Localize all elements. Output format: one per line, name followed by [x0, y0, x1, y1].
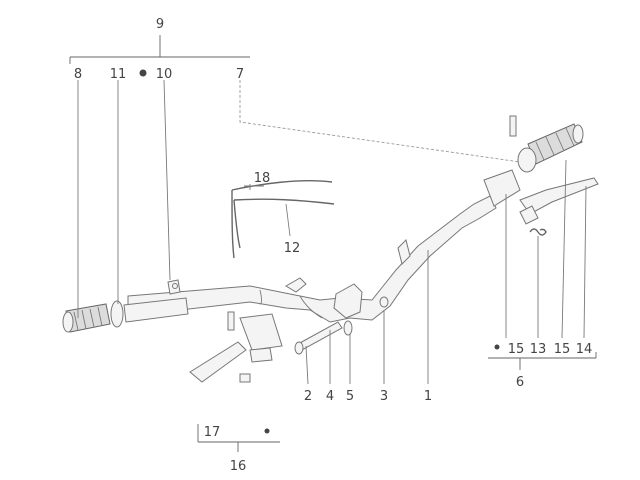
label-12: 12 — [284, 241, 301, 256]
label-15-a: 15 — [508, 342, 525, 357]
throttle-cables — [231, 180, 335, 259]
label-16: 16 — [230, 459, 247, 474]
label-11: 11 — [110, 67, 127, 82]
label-5: 5 — [346, 389, 354, 404]
reference-line-7 — [239, 80, 521, 163]
label-1: 1 — [424, 389, 432, 404]
right-lever-assembly — [483, 115, 599, 225]
label-15-b: 15 — [554, 342, 571, 357]
washer-3 — [379, 296, 389, 308]
marker-dot-10 — [139, 69, 147, 77]
handlebar-tube — [127, 195, 497, 323]
label-7: 7 — [236, 67, 244, 82]
label-13: 13 — [530, 342, 547, 357]
group-bracket-9 — [69, 35, 250, 64]
group-bracket-6 — [488, 352, 597, 370]
label-14: 14 — [576, 342, 593, 357]
label-9: 9 — [156, 17, 164, 32]
label-8: 8 — [74, 67, 82, 82]
left-bar-sleeve — [123, 297, 189, 323]
left-grip — [62, 303, 111, 333]
bolt — [294, 321, 343, 355]
marker-dot-15 — [494, 344, 500, 350]
label-10: 10 — [156, 67, 173, 82]
leader-lines — [77, 79, 587, 385]
right-grip — [517, 123, 584, 173]
left-washer — [110, 300, 124, 328]
washer-5 — [343, 320, 353, 336]
label-2: 2 — [304, 389, 312, 404]
label-3: 3 — [380, 389, 388, 404]
left-lever-assembly — [189, 311, 283, 383]
marker-dot-17 — [264, 428, 270, 434]
small-fitting — [167, 279, 181, 295]
spring — [529, 228, 547, 236]
label-4: 4 — [326, 389, 334, 404]
group-bracket-16 — [197, 424, 280, 452]
label-18: 18 — [254, 171, 271, 186]
label-6: 6 — [516, 375, 524, 390]
label-17: 17 — [204, 425, 221, 440]
